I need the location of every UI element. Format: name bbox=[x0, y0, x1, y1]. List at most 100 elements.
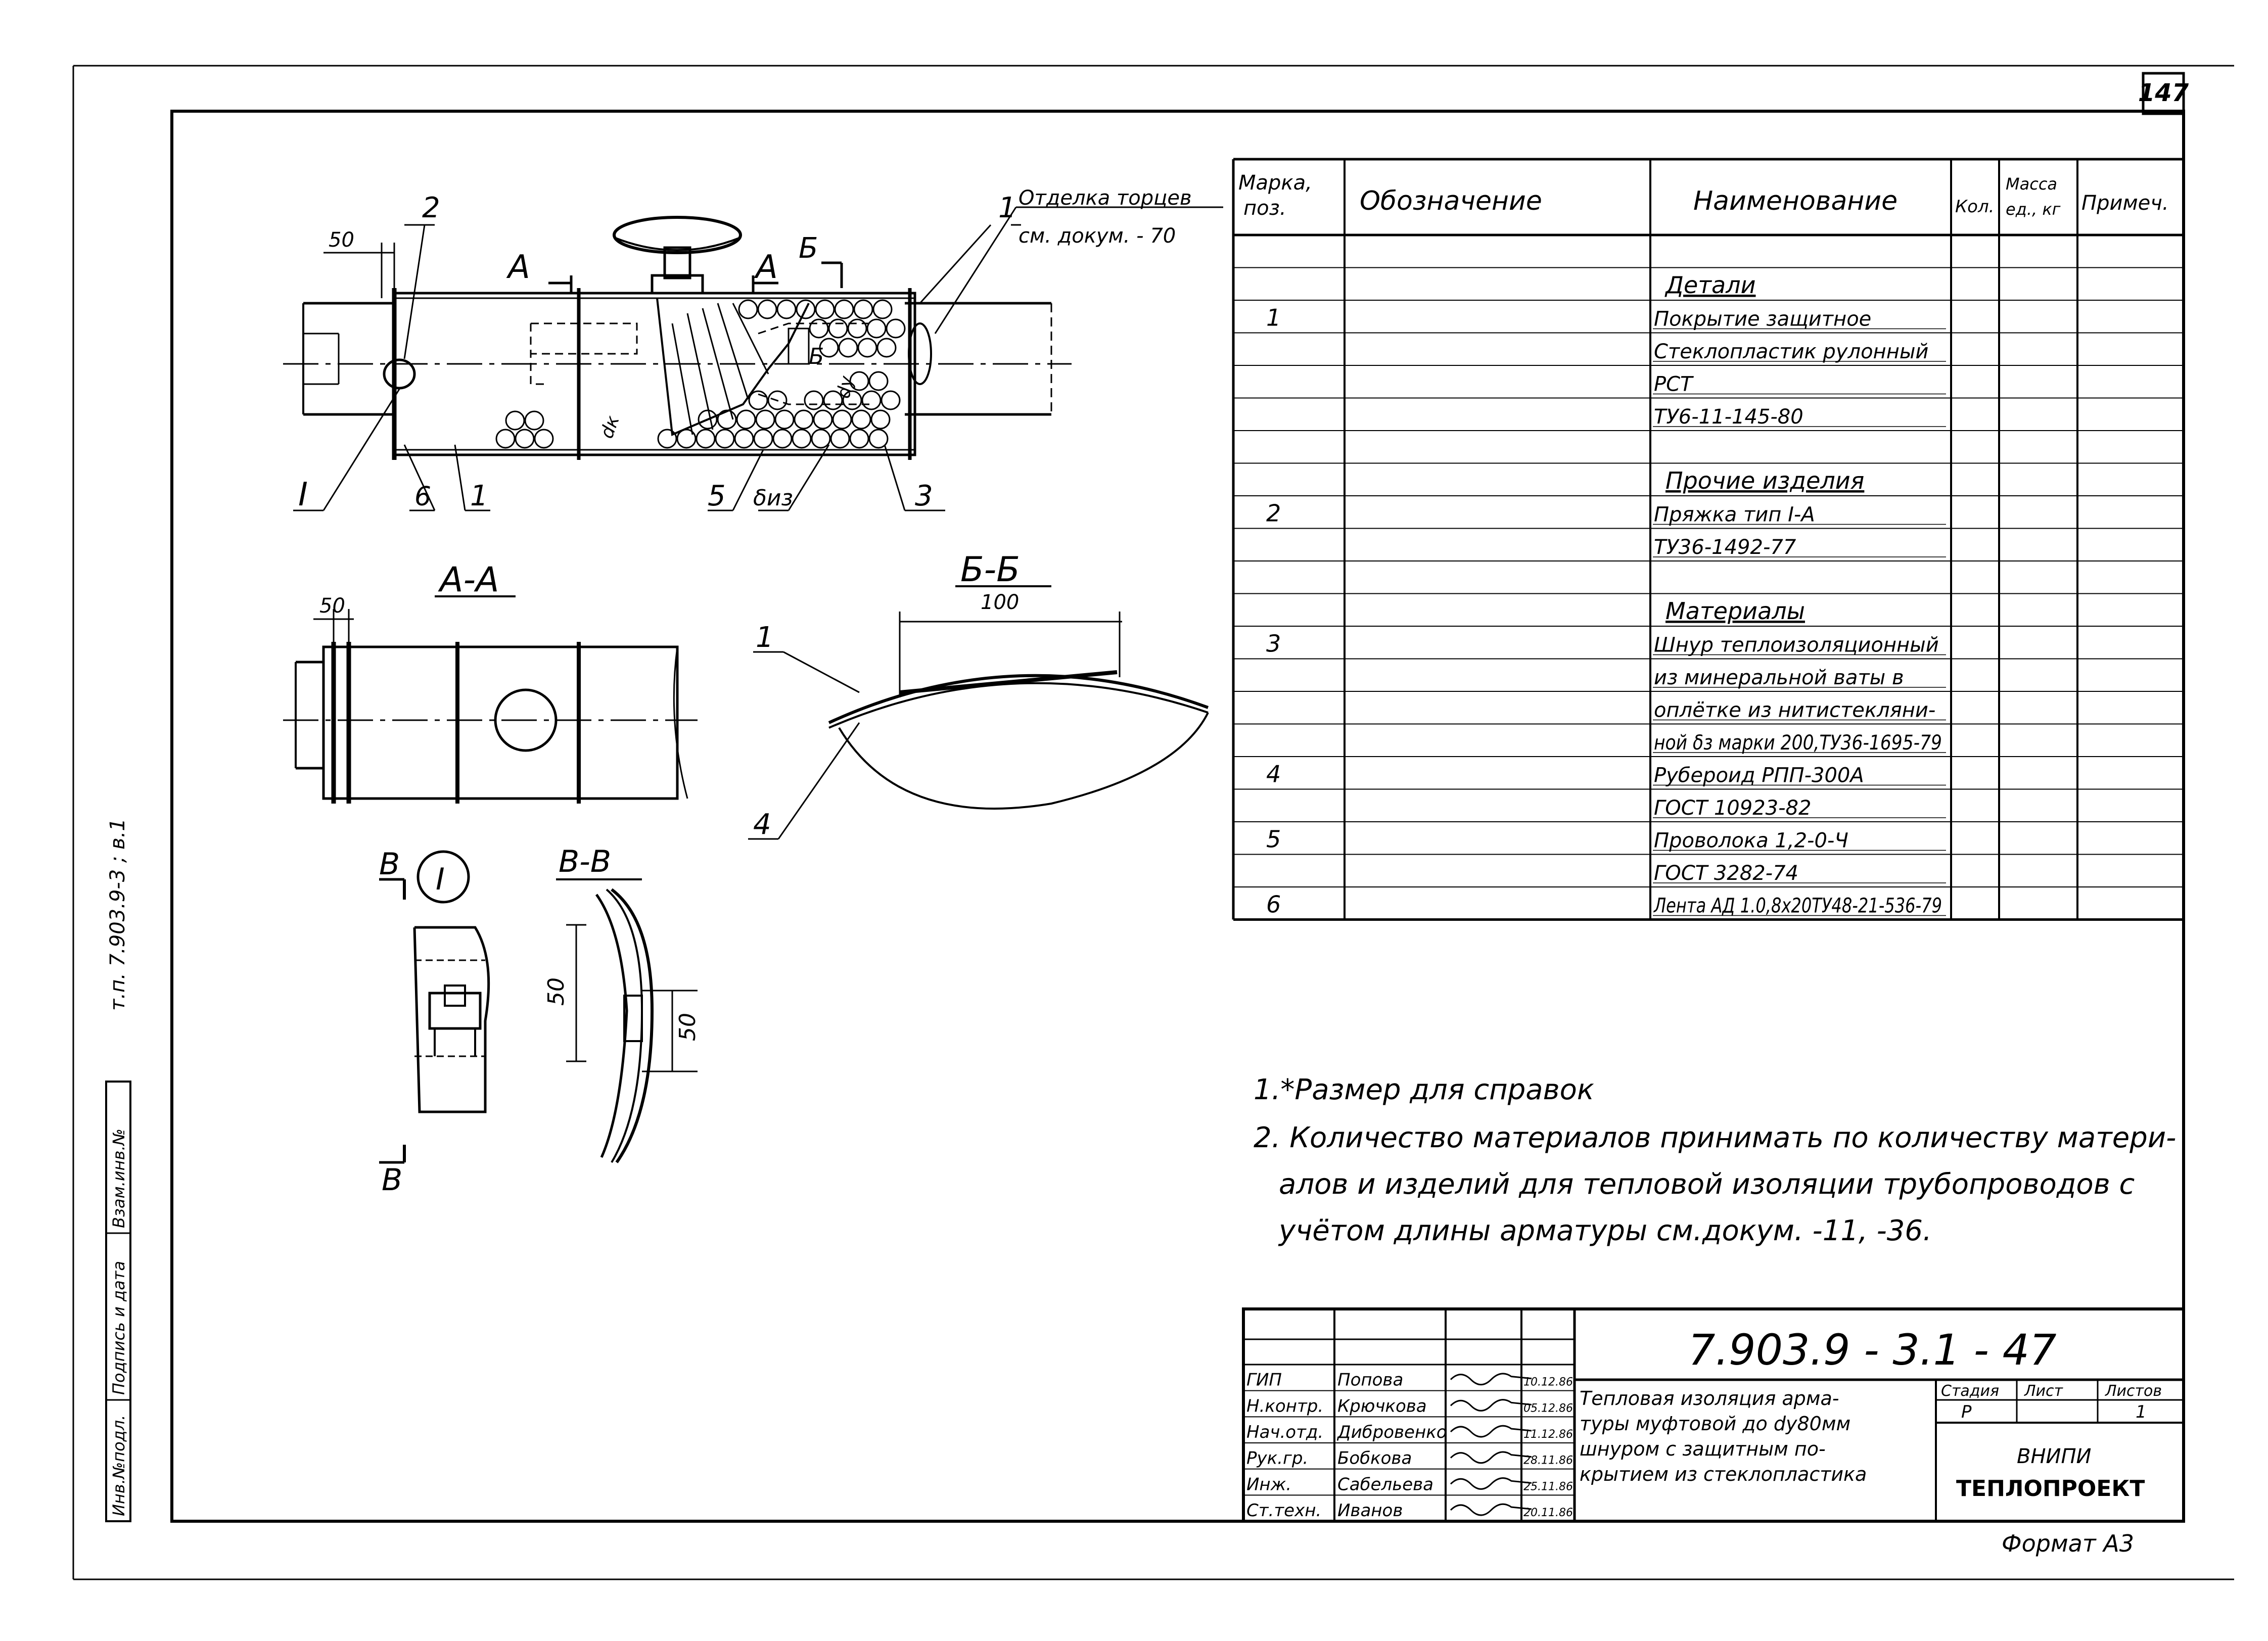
header-mass-1: Масса bbox=[2006, 174, 2057, 194]
header-designation: Обозначение bbox=[1360, 186, 1542, 216]
stage-label: Стадия bbox=[1941, 1382, 1999, 1400]
pos-1-bottom-label: 1 bbox=[470, 480, 488, 512]
section-A-left-mark bbox=[548, 275, 573, 293]
dim-50-main bbox=[323, 243, 395, 298]
cutaway-edge bbox=[656, 298, 810, 436]
org-name-1: ВНИПИ bbox=[2017, 1445, 2091, 1468]
title-block bbox=[1242, 1307, 2185, 1523]
section-B-inside-label: Б bbox=[809, 344, 824, 369]
note-2-cont-1: алов и изделий для тепловой изоляции тру… bbox=[1279, 1168, 2135, 1201]
title-line-4: крытием из стеклопластика bbox=[1580, 1463, 1867, 1485]
signature-scribble bbox=[1450, 1373, 1532, 1386]
sheets-label: Листов bbox=[2105, 1382, 2162, 1400]
spec-row-name: ТУ6-11-145-80 bbox=[1654, 405, 1803, 429]
side-stamp: Инв.№подл. Подпись и дата Взам.инв.№ т.п… bbox=[105, 818, 131, 1522]
section-A-right-mark bbox=[752, 275, 778, 293]
signature-scribble bbox=[1450, 1477, 1532, 1490]
pos-6-label: 6 bbox=[414, 482, 431, 512]
dk-label: dк bbox=[596, 413, 624, 441]
sheet-number-box: 147 bbox=[2138, 72, 2189, 115]
side-field-signature: Подпись и дата bbox=[109, 1261, 128, 1395]
detail-I-circle-label: I bbox=[436, 862, 445, 897]
signature-scribble bbox=[1450, 1451, 1532, 1464]
spec-row-name: Пряжка тип I-А bbox=[1654, 503, 1815, 527]
main-view-labels: 50 2 А А Б Б 1 Отделка торцев см. докум.… bbox=[298, 186, 1192, 513]
section-VV-title: В-В bbox=[559, 844, 611, 879]
title-line-2: туры муфтовой до dу80мм bbox=[1580, 1413, 1850, 1435]
spec-row-name: Проволока 1,2-0-Ч bbox=[1654, 829, 1848, 853]
pos-3-label: 3 bbox=[915, 480, 933, 512]
sig-name: Бобкова bbox=[1337, 1448, 1412, 1469]
dy-label: dy bbox=[833, 374, 857, 400]
detail-I-bottom-B: В bbox=[382, 1162, 402, 1198]
pos-2-label: 2 bbox=[422, 192, 440, 224]
sig-date: 25.11.86 bbox=[1523, 1480, 1573, 1493]
section-AA-body bbox=[322, 645, 679, 800]
signature-scribble bbox=[1450, 1399, 1532, 1412]
side-field-replacement: Взам.инв.№ bbox=[109, 1129, 128, 1228]
note-1: 1.*Размер для справок bbox=[1254, 1073, 1594, 1106]
sig-date: 20.11.86 bbox=[1523, 1507, 1573, 1519]
main-view bbox=[283, 206, 1223, 511]
sheet-number: 147 bbox=[2138, 79, 2189, 107]
spec-row-mark: 2 bbox=[1266, 500, 1281, 527]
spec-section-heading: Материалы bbox=[1665, 597, 1805, 625]
pipe-left-end bbox=[302, 302, 394, 416]
section-B-label: Б bbox=[799, 232, 818, 265]
sheets-value: 1 bbox=[2136, 1402, 2147, 1422]
section-B-mark bbox=[821, 261, 843, 288]
sig-role: Ст.техн. bbox=[1246, 1501, 1321, 1521]
spec-row-mark: 5 bbox=[1266, 826, 1281, 853]
side-field-inv: Инв.№подл. bbox=[109, 1415, 128, 1516]
stage-value: Р bbox=[1961, 1402, 1972, 1422]
callout-finish-2: см. докум. - 70 bbox=[1019, 224, 1176, 248]
title-line-3: шнуром с защитным по- bbox=[1580, 1438, 1826, 1460]
header-mass-2: ед., кг bbox=[2006, 200, 2061, 219]
section-BB-dim-100: 100 bbox=[981, 591, 1019, 614]
dim-50-label: 50 bbox=[329, 228, 354, 252]
header-name: Наименование bbox=[1693, 186, 1897, 216]
signature-scribble bbox=[1450, 1425, 1532, 1438]
spec-table: Марка, поз. Обозначение Наименование Кол… bbox=[1232, 158, 2185, 921]
sig-date: 28.11.86 bbox=[1523, 1455, 1573, 1467]
section-BB bbox=[748, 585, 1209, 840]
spec-row-name: Лента АД 1.0,8х20ТУ48-21-536-79 bbox=[1653, 895, 1942, 918]
spec-row-mark: 1 bbox=[1266, 304, 1281, 332]
sig-date: 05.12.86 bbox=[1523, 1402, 1573, 1415]
sig-name: Сабельева bbox=[1337, 1474, 1433, 1494]
spec-row-mark: 4 bbox=[1266, 761, 1281, 788]
section-AA-dim-50: 50 bbox=[319, 594, 345, 618]
section-VV bbox=[556, 878, 698, 1163]
note-2: 2. Количество материалов принимать по ко… bbox=[1254, 1121, 2176, 1154]
sheet-label: Лист bbox=[2024, 1382, 2064, 1400]
note-2-cont-2: учётом длины арматуры см.докум. -11, -36… bbox=[1278, 1214, 1932, 1247]
sig-role: Рук.гр. bbox=[1246, 1448, 1308, 1469]
section-BB-title: Б-Б bbox=[960, 550, 1020, 590]
sig-name: Дибровенко bbox=[1336, 1422, 1447, 1442]
spec-row-mark: 6 bbox=[1266, 891, 1281, 918]
title-line-1: Тепловая изоляция арма- bbox=[1580, 1387, 1839, 1410]
spec-table-grid bbox=[1232, 158, 2185, 921]
sig-name: Иванов bbox=[1337, 1501, 1403, 1521]
section-BB-pos-1: 1 bbox=[756, 621, 774, 654]
sig-name: Крючкова bbox=[1337, 1396, 1427, 1416]
spec-row-name: Покрытие защитное bbox=[1654, 308, 1871, 331]
format-label: Формат А3 bbox=[2002, 1530, 2134, 1557]
sig-date: 11.12.86 bbox=[1523, 1428, 1573, 1441]
spec-row-name: ГОСТ 10923-82 bbox=[1654, 796, 1811, 820]
buckle bbox=[383, 358, 416, 390]
side-stamp-code: т.п. 7.903.9-3 ; в.1 bbox=[106, 818, 129, 1011]
sig-role: ГИП bbox=[1246, 1370, 1282, 1390]
spec-row-name: Стеклопластик рулонный bbox=[1654, 340, 1928, 363]
pos-I-label: I bbox=[298, 476, 308, 513]
section-BB-insulation bbox=[838, 712, 1209, 810]
detail-I-B-label: В bbox=[379, 847, 400, 882]
sig-role: Нач.отд. bbox=[1246, 1422, 1323, 1442]
handwheel bbox=[613, 216, 742, 295]
section-A-right-label: А bbox=[754, 249, 778, 286]
notes: 1.*Размер для справок 2. Количество мате… bbox=[1254, 1073, 2176, 1247]
header-note: Примеч. bbox=[2081, 192, 2169, 215]
spec-table-headers: Марка, поз. Обозначение Наименование Кол… bbox=[1238, 171, 2169, 220]
header-qty: Кол. bbox=[1955, 197, 1994, 217]
